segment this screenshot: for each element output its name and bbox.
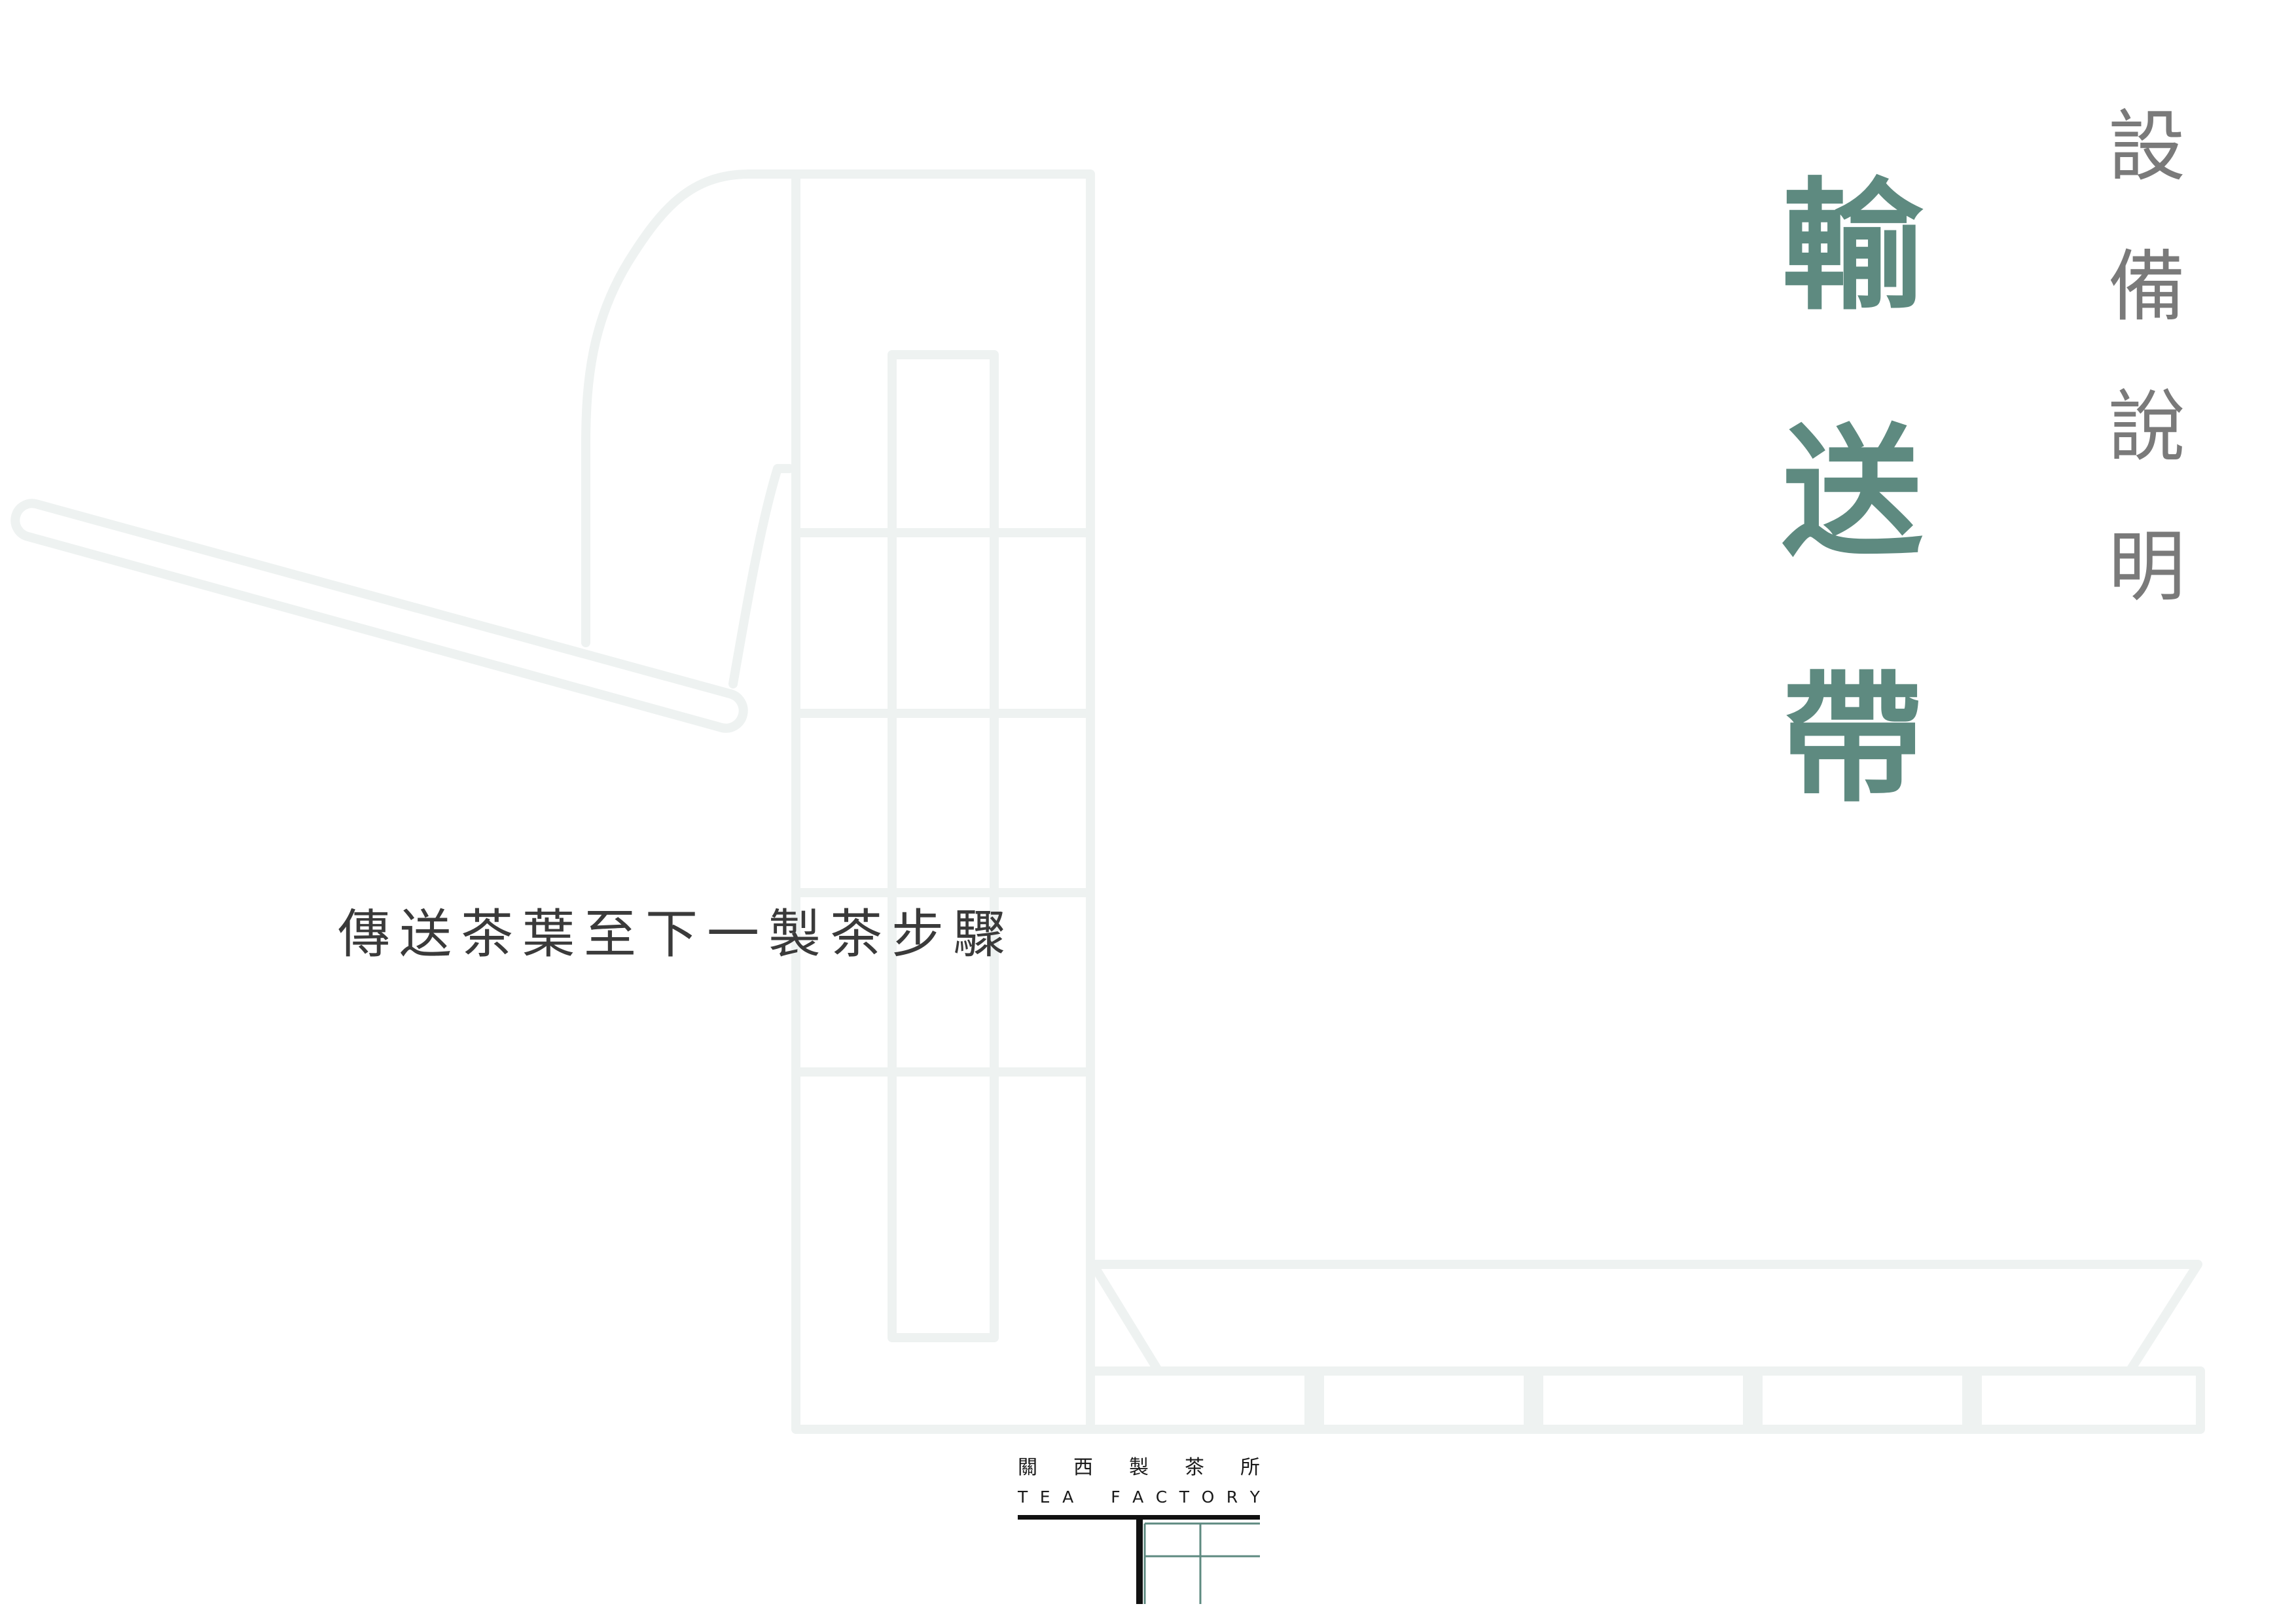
base-belt-divider: [1962, 1371, 1982, 1429]
logo-cn-char: 所: [1240, 1456, 1260, 1479]
bottom-tray: [1086, 1260, 2202, 1376]
sub-title-char: 備: [2108, 241, 2185, 332]
tower-inner-column: [888, 350, 999, 1342]
logo-cn-char: 西: [1073, 1456, 1093, 1479]
logo-name-en: T E A F A C T O R Y: [1018, 1488, 1260, 1507]
base-belt-divider: [1304, 1371, 1324, 1429]
sub-title-char: 明: [2108, 522, 2185, 612]
sub-title: 設 備 說 明: [2094, 108, 2199, 668]
base-belt-divider: [1524, 1371, 1543, 1429]
logo-en-gap: [1086, 1488, 1099, 1507]
logo-en-char: Y: [1249, 1488, 1260, 1507]
tea-factory-logo: 關 西 製 茶 所 T E A F A C T O R Y: [1018, 1456, 1266, 1607]
logo-en-char: C: [1155, 1488, 1168, 1507]
logo-en-char: T: [1018, 1488, 1028, 1507]
logo-cn-char: 茶: [1185, 1456, 1204, 1479]
tower-frame: [791, 169, 1095, 1434]
main-title-char: 送: [1781, 411, 1923, 575]
logo-en-char: T: [1179, 1488, 1190, 1507]
logo-mark-icon: [1018, 1515, 1260, 1604]
sub-title-char: 說: [2108, 382, 2185, 472]
logo-en-char: E: [1039, 1488, 1050, 1507]
logo-cn-char: 製: [1129, 1456, 1149, 1479]
main-title: 輸 送 帶: [1767, 177, 1937, 915]
main-title-char: 帶: [1781, 657, 1923, 821]
logo-en-char: R: [1226, 1488, 1238, 1507]
sub-title-char: 設: [2108, 101, 2185, 192]
main-title-char: 輸: [1781, 165, 1923, 329]
base-belt: [1086, 1366, 2205, 1434]
logo-en-char: A: [1062, 1488, 1074, 1507]
hopper-hood: [581, 169, 800, 647]
logo-en-char: O: [1201, 1488, 1215, 1507]
logo-cn-char: 關: [1018, 1456, 1037, 1479]
base-belt-divider: [1743, 1371, 1763, 1429]
logo-name-cn: 關 西 製 茶 所: [1018, 1456, 1260, 1480]
logo-en-char: A: [1132, 1488, 1144, 1507]
incline-belt: [10, 499, 748, 733]
belt-strut: [728, 464, 794, 688]
logo-en-char: F: [1111, 1488, 1121, 1507]
description-text: 傳送茶葉至下一製茶步驟: [338, 904, 1014, 965]
